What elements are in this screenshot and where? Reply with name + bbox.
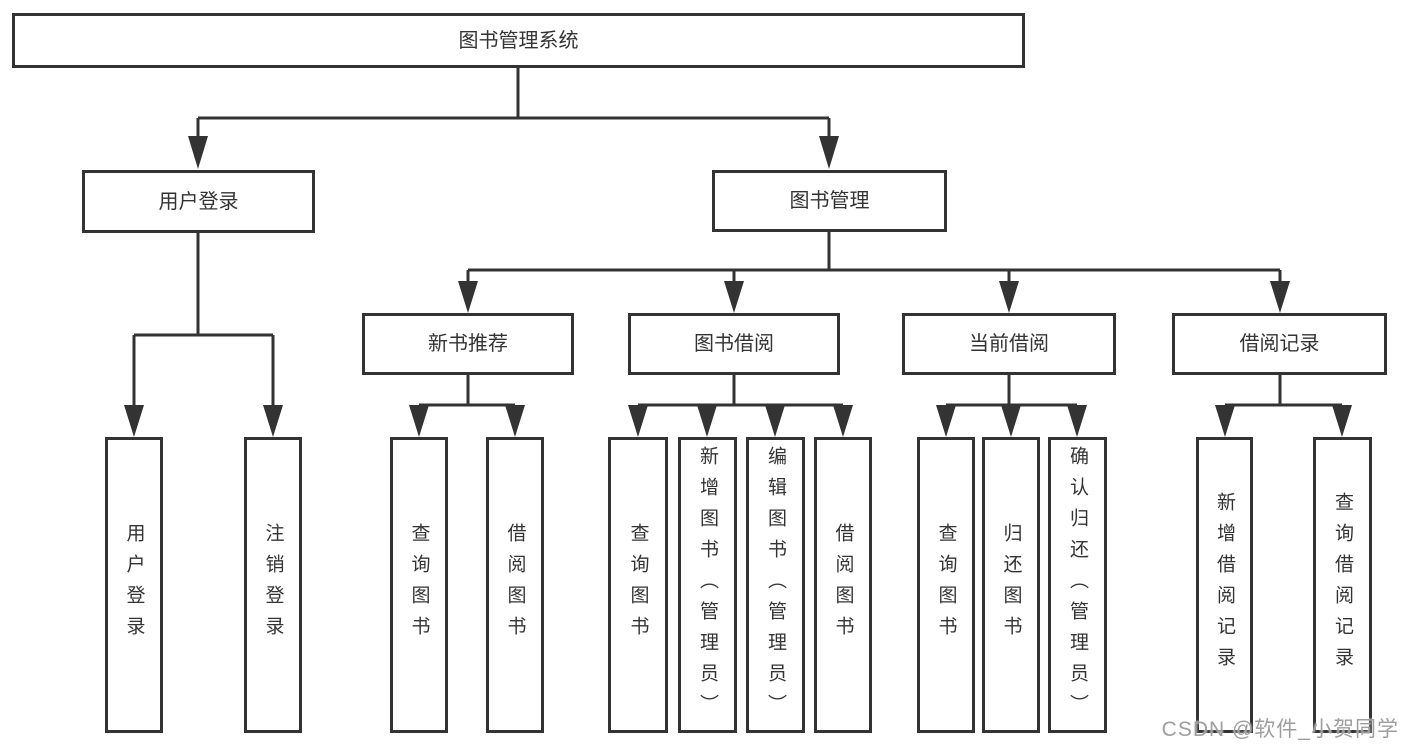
node-borrowing-records: 借阅记录 bbox=[1172, 313, 1387, 375]
arrowheads bbox=[124, 136, 1352, 437]
leaf-records-add-record: 新增借阅记录 bbox=[1196, 437, 1253, 733]
leaf-records-query-record: 查询借阅记录 bbox=[1313, 437, 1372, 733]
leaf-borrowing-edit-books-admin: 编辑图书（管理员） bbox=[746, 437, 805, 733]
node-user-login: 用户登录 bbox=[82, 170, 315, 233]
leaf-current-query-books: 查询图书 bbox=[917, 437, 975, 733]
node-book-borrowing: 图书借阅 bbox=[628, 313, 840, 375]
leaf-logout: 注销登录 bbox=[244, 437, 302, 733]
node-current-borrowing: 当前借阅 bbox=[902, 313, 1116, 375]
leaf-recommend-borrow-books: 借阅图书 bbox=[486, 437, 544, 733]
leaf-current-return-books: 归还图书 bbox=[982, 437, 1040, 733]
leaf-current-confirm-return-admin: 确认归还（管理员） bbox=[1048, 437, 1107, 733]
leaf-recommend-query-books: 查询图书 bbox=[390, 437, 448, 733]
node-book-management: 图书管理 bbox=[712, 170, 947, 232]
node-new-book-recommend: 新书推荐 bbox=[362, 313, 574, 375]
leaf-borrowing-query-books: 查询图书 bbox=[608, 437, 668, 733]
leaf-borrowing-borrow-books: 借阅图书 bbox=[814, 437, 872, 733]
connector-paths bbox=[132, 68, 1342, 410]
leaf-borrowing-add-books-admin: 新增图书（管理员） bbox=[678, 437, 737, 733]
node-root: 图书管理系统 bbox=[12, 13, 1025, 68]
watermark: CSDN @软件_小贺同学 bbox=[1161, 718, 1399, 741]
leaf-user-login: 用户登录 bbox=[105, 437, 163, 733]
